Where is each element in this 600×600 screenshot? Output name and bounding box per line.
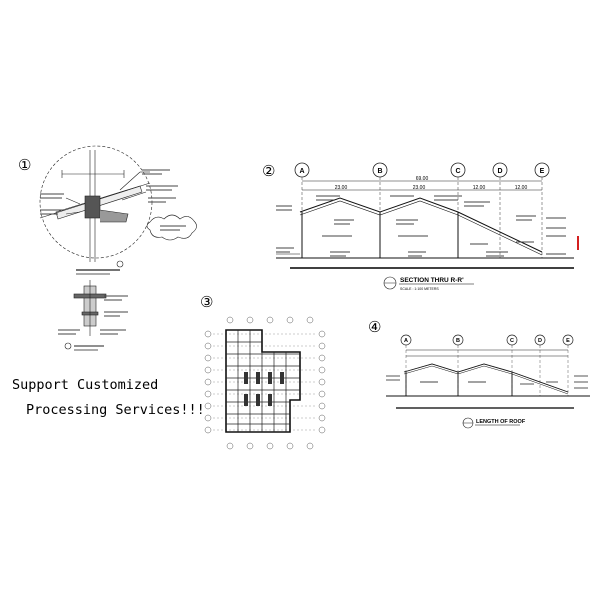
section-dim-4: 12.00 [515,185,528,191]
roof-grid-e: E [566,338,570,344]
section-overall-dim: 69.00 [416,176,429,182]
roof-title: LENGTH OF ROOF [476,419,526,425]
promo-text-line-1: Support Customized [12,377,159,393]
roof-grid-b: B [456,338,460,344]
section-grid-a: A [299,168,304,175]
panel-1-number: ① [18,156,31,174]
panel-3-plan: ③ [200,293,326,450]
section-grid-d: D [497,168,502,175]
section-grid-b: B [377,168,382,175]
roof-grid-a: A [404,338,408,344]
panel-4-number: ④ [368,318,381,336]
section-grid-e: E [540,168,545,175]
plan-outline [225,329,301,433]
panel-2-number: ② [262,162,275,180]
roof-grid-d: D [538,338,542,344]
promo-text-line-2: Processing Services!!! [26,402,205,418]
panel-3-number: ③ [200,293,213,311]
section-scale: SCALE : 1:100 METERS [400,287,439,291]
panel-1-subdetail [58,280,128,351]
panel-1-detail: ① [18,145,197,275]
section-dim-2: 23.00 [413,185,426,191]
section-roof-profile [276,197,574,259]
section-grid-c: C [455,168,460,175]
section-dim-1: 23.00 [335,185,348,191]
section-title: SECTION THRU R-R' [400,277,464,284]
panel-2-section: ② A B C D E 69.00 23.00 23.00 12.00 [262,162,579,291]
panel-4-roof: ④ A B C D E [368,318,590,429]
section-gridline-bubbles [294,162,550,178]
roof-grid-c: C [510,338,514,344]
section-dim-3: 12.00 [473,185,486,191]
